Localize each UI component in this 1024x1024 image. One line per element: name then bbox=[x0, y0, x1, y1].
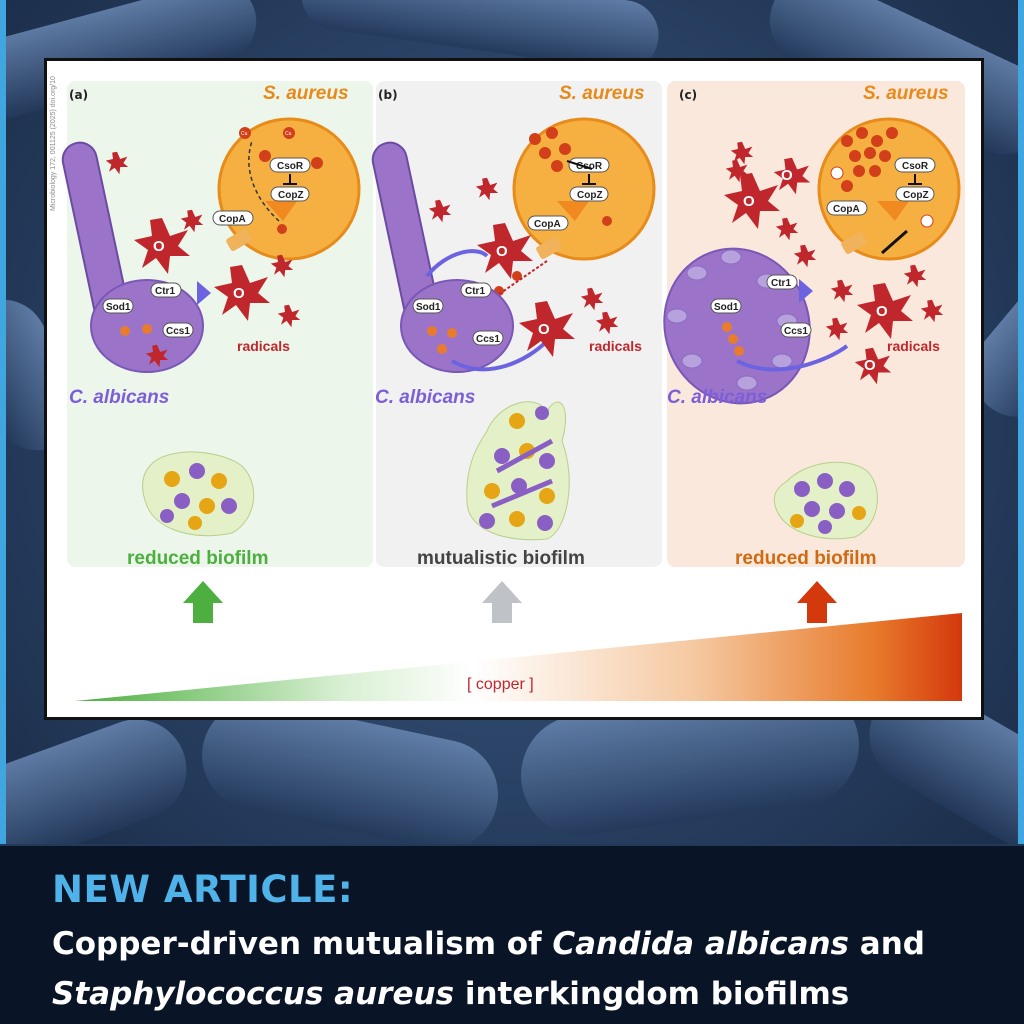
panel-a-copa-pump-icon bbox=[226, 229, 252, 251]
side-credit: Microbiology 172, 001125 (2025) doi.org/… bbox=[50, 76, 57, 211]
panel-c-csor: CsoR bbox=[902, 161, 929, 172]
panel-b-biofilm-label: mutualistic biofilm bbox=[417, 548, 585, 569]
panel-c-funnel-icon bbox=[877, 201, 909, 221]
panel-a-calbicans-label: C. albicans bbox=[69, 387, 169, 408]
article-title-line-1: Copper-driven mutualism of Candida albic… bbox=[52, 926, 925, 962]
panel-b-cu-transfer-arrow bbox=[491, 260, 548, 300]
panel-b-copz: CopZ bbox=[577, 190, 603, 201]
svg-text:O: O bbox=[781, 167, 793, 184]
mid-copper-arrow-icon bbox=[482, 581, 522, 623]
panel-c-biofilm-label: reduced biofilm bbox=[735, 548, 876, 569]
svg-text:O: O bbox=[496, 243, 508, 260]
panel-a-biofilm-label: reduced biofilm bbox=[127, 548, 268, 569]
panel-b-copa-pump-icon bbox=[536, 237, 562, 259]
panel-a-label: (a) bbox=[69, 88, 88, 102]
panel-a-copz: CopZ bbox=[278, 190, 304, 201]
panel-a-csor: CsoR bbox=[277, 161, 304, 172]
panel-a-export-arrow bbox=[248, 140, 280, 222]
panel-c-vacuole-icons bbox=[666, 249, 798, 391]
panel-b-csor: CsoR bbox=[576, 161, 603, 172]
title-text: Copper-driven mutualism of bbox=[52, 926, 553, 962]
panel-b-ccs1: Ccs1 bbox=[476, 334, 500, 345]
svg-text:O: O bbox=[743, 193, 755, 210]
mechanism-diagram: Microbiology 172, 001125 (2025) doi.org/… bbox=[50, 76, 965, 701]
svg-text:Cu: Cu bbox=[285, 131, 292, 137]
panel-a-sod1: Sod1 bbox=[106, 302, 131, 313]
panel-c-copa: CopA bbox=[833, 204, 860, 215]
panel-b-label: (b) bbox=[378, 88, 398, 102]
panel-c-radicals-label: radicals bbox=[887, 338, 940, 354]
panel-b-activation-arrow bbox=[566, 160, 593, 170]
panel-b-funnel-icon bbox=[557, 201, 589, 221]
panel-b-ctr1: Ctr1 bbox=[465, 286, 485, 297]
panel-c-ccs1: Ccs1 bbox=[784, 326, 808, 337]
panel-a-ctr1: Ctr1 bbox=[155, 286, 175, 297]
panel-a-radicals-label: radicals bbox=[237, 338, 290, 354]
copper-gradient-label: [ copper ] bbox=[467, 676, 534, 693]
panel-a-csor-box bbox=[269, 157, 311, 173]
panel-b-biofilm-icon bbox=[466, 401, 570, 541]
panel-c-export-arrow bbox=[881, 229, 908, 255]
panel-b-radicals-label: radicals bbox=[589, 338, 642, 354]
panel-a-copz-box bbox=[270, 186, 310, 202]
panel-c-saureus-label: S. aureus bbox=[863, 83, 949, 104]
figure-card: Microbiology 172, 001125 (2025) doi.org/… bbox=[44, 58, 984, 720]
panel-a-copa: CopA bbox=[219, 214, 246, 225]
article-banner bbox=[0, 844, 1024, 1024]
panel-b-saureus-label: S. aureus bbox=[559, 83, 645, 104]
panel-a-saureus-label: S. aureus bbox=[263, 83, 349, 104]
copper-gradient-wedge bbox=[75, 613, 962, 701]
panel-a-copa-box bbox=[212, 210, 254, 226]
panel-a-biofilm-icon bbox=[142, 451, 255, 537]
headline: NEW ARTICLE: bbox=[52, 868, 354, 911]
panel-b: (b) S. aureus CsoR CopZ CopA bbox=[371, 81, 662, 569]
panel-c-sod1: Sod1 bbox=[714, 302, 739, 313]
panel-c: (c) S. aureus CsoR CopZ CopA bbox=[663, 81, 965, 569]
panel-b-cu-ions bbox=[494, 127, 612, 296]
panel-c-saureus-cell bbox=[817, 117, 961, 261]
panel-b-calbicans-cell bbox=[400, 279, 514, 373]
right-accent-edge bbox=[1018, 0, 1024, 1024]
svg-text:O: O bbox=[864, 357, 876, 374]
article-title-line-2: Staphylococcus aureus interkingdom biofi… bbox=[52, 976, 849, 1012]
panel-c-copa-pump-icon bbox=[841, 232, 867, 254]
panel-c-ctr1: Ctr1 bbox=[771, 278, 791, 289]
title-text: and bbox=[849, 926, 925, 962]
high-copper-arrow-icon bbox=[797, 581, 837, 623]
panel-a-funnel-icon bbox=[265, 201, 297, 221]
title-text: interkingdom biofilms bbox=[454, 976, 850, 1012]
left-accent-edge bbox=[0, 0, 6, 1024]
panel-c-label: (c) bbox=[679, 88, 697, 102]
title-species-candida: Candida albicans bbox=[552, 926, 849, 962]
svg-text:O: O bbox=[538, 321, 550, 338]
panel-c-biofilm-icon bbox=[773, 461, 878, 540]
panel-a-ctr1-transporter-icon bbox=[197, 281, 211, 305]
panel-b-scavenge-arrow bbox=[451, 339, 549, 372]
title-species-staphylococcus: Staphylococcus aureus bbox=[52, 976, 455, 1012]
panel-c-calbicans-label: C. albicans bbox=[667, 387, 767, 408]
panel-a: (a) S. aureus CsoR CopZ CopA Cu Cu bbox=[61, 81, 373, 569]
panel-b-copa: CopA bbox=[534, 219, 561, 230]
svg-text:O: O bbox=[876, 303, 888, 320]
panel-c-copz: CopZ bbox=[903, 190, 929, 201]
low-copper-arrow-icon bbox=[183, 581, 223, 623]
panel-b-radical-icons: O O bbox=[428, 177, 619, 357]
panel-a-radical-icons: O O bbox=[105, 151, 301, 368]
panel-c-radical-icons: O O O O bbox=[724, 141, 944, 385]
panel-b-calbicans-label: C. albicans bbox=[375, 387, 475, 408]
svg-text:O: O bbox=[153, 238, 165, 255]
panel-a-ccs1: Ccs1 bbox=[166, 326, 190, 337]
svg-text:Cu: Cu bbox=[241, 131, 248, 137]
panel-c-ctr1-transporter-icon bbox=[799, 279, 813, 303]
panel-c-cu-ions bbox=[830, 127, 934, 228]
svg-text:O: O bbox=[233, 285, 245, 302]
panel-b-sod1: Sod1 bbox=[416, 302, 441, 313]
panel-a-cu-ions: Cu Cu bbox=[239, 127, 323, 234]
